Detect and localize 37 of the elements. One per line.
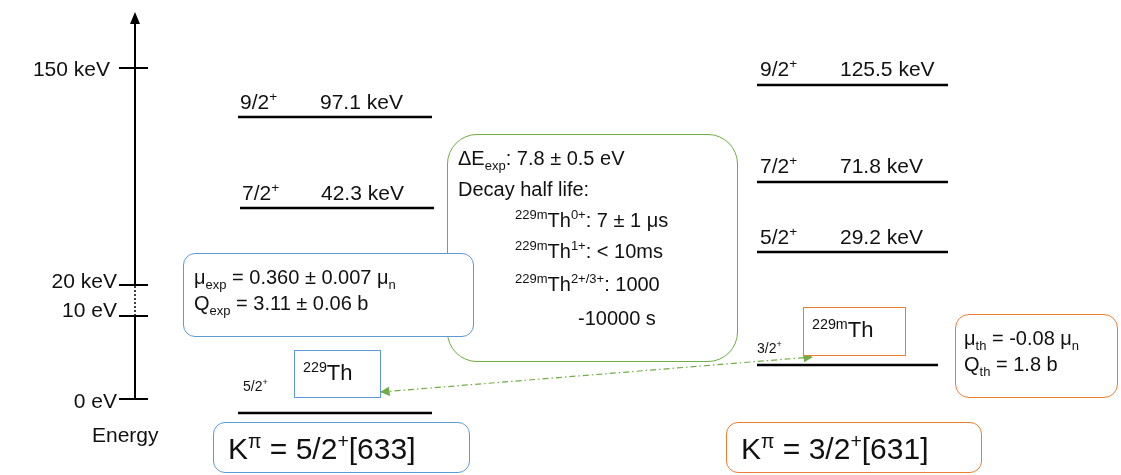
spin-label: 7/2$^{+}$ xyxy=(242,181,280,203)
spin-label: 5/2$^{+}$ xyxy=(760,225,798,247)
energy-label: 42.3 keV xyxy=(321,181,404,203)
property-text: $^{229m}$Th$^{1+}$: < 10ms xyxy=(515,237,663,264)
axis-tick-label: 10 eV xyxy=(62,298,117,320)
axis-tick-label: 150 keV xyxy=(32,57,110,79)
theory-box xyxy=(955,314,1118,398)
property-text: Decay half life: xyxy=(458,177,590,202)
property-text: μ$_{th}$ = -0.08 μ$_{n}$ xyxy=(964,326,1080,351)
nucleus-label: $^{229}$Th xyxy=(303,359,353,387)
spin-label: 9/2$^{+}$ xyxy=(760,57,798,79)
axis-title: Energy xyxy=(92,423,159,445)
band-label: K$^{π}$ = 5/2$^{+}$[633] xyxy=(228,429,416,467)
nucleus-box xyxy=(803,307,906,356)
band-label-box xyxy=(726,422,982,473)
axis-tick-label: 0 eV xyxy=(73,389,117,411)
property-text: Q$_{exp}$ = 3.11 ± 0.06 b xyxy=(194,292,369,316)
axis-tick-label: 20 keV xyxy=(51,269,117,291)
isomer-info-box xyxy=(447,134,738,362)
measurement-box xyxy=(183,253,474,337)
property-text: ΔE$_{exp}$: 7.8 ± 0.5 eV xyxy=(458,146,625,174)
spin-label: 7/2$^{+}$ xyxy=(760,154,798,176)
energy-label: 29.2 keV xyxy=(840,225,923,247)
property-text: Q$_{th}$ = 1.8 b xyxy=(964,352,1058,377)
energy-label: 71.8 keV xyxy=(840,154,923,176)
energy-label: 97.1 keV xyxy=(320,90,403,112)
band-label-box xyxy=(213,422,470,473)
energy-label: 125.5 keV xyxy=(840,57,935,79)
spin-label: 5/2$^{+}$ xyxy=(243,379,268,393)
spin-label: 3/2$^{+}$ xyxy=(757,341,782,355)
property-text: $^{229m}$Th$^{0+}$: 7 ± 1 μs xyxy=(515,206,669,233)
nucleus-box xyxy=(294,350,381,398)
spin-label: 9/2$^{+}$ xyxy=(240,90,278,112)
nucleus-label: $^{229m}$Th xyxy=(812,316,874,344)
property-text: $^{229m}$Th$^{2+/3+}$: 1000 -10000 s xyxy=(515,270,661,331)
band-label: K$^{π}$ = 3/2$^{+}$[631] xyxy=(741,429,929,467)
property-text: μ$_{exp}$ = 0.360 ± 0.007 μ$_{n}$ xyxy=(194,265,396,290)
